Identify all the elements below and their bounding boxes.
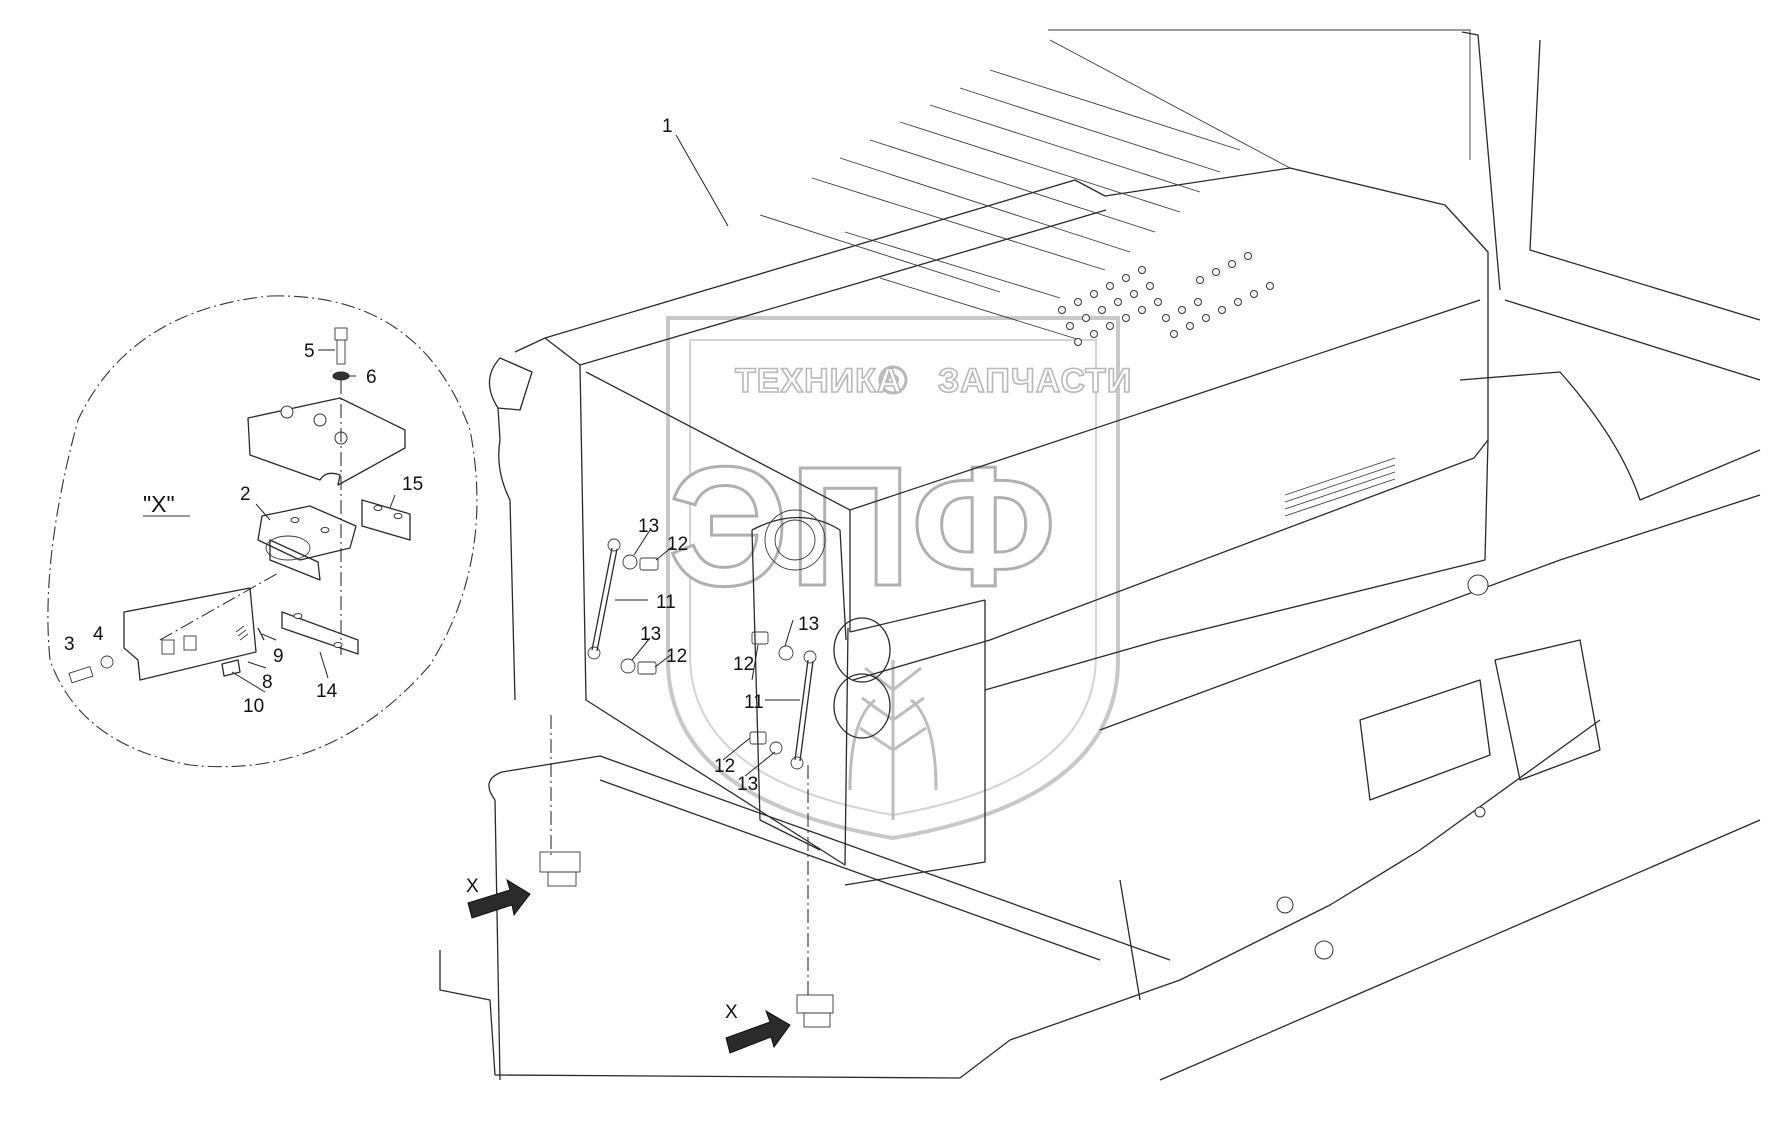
sealing-ring-lower	[833, 673, 891, 739]
bolt-3	[68, 665, 94, 684]
callout-8: 8	[262, 672, 273, 693]
hinge-2	[257, 505, 357, 581]
callout-11-a: 11	[656, 592, 676, 613]
callout-5: 5	[304, 341, 315, 362]
callout-3: 3	[64, 634, 75, 655]
gas-strut-upper	[587, 538, 621, 660]
callout-13-d: 13	[737, 774, 758, 795]
callout-13-b: 13	[640, 624, 661, 645]
filler-cap	[764, 509, 826, 571]
washer-6	[332, 371, 350, 381]
watermark-shield	[666, 316, 1120, 841]
watermark-text-left: ТЕХНИКА	[735, 362, 902, 400]
callout-15: 15	[402, 474, 423, 495]
callout-14: 14	[316, 681, 338, 702]
plate-14	[281, 611, 359, 655]
callout-9: 9	[273, 646, 284, 667]
callout-10: 10	[243, 696, 264, 717]
callout-11-b: 11	[744, 692, 764, 713]
callout-4: 4	[93, 624, 104, 645]
wheat-icon	[848, 660, 938, 820]
washer-4	[100, 655, 114, 669]
callout-6: 6	[366, 367, 377, 388]
side-louvres	[1284, 457, 1396, 517]
cabin-plate	[247, 397, 406, 486]
view-arrow-x-lower: X	[725, 1002, 791, 1054]
vent-holes	[1058, 252, 1274, 346]
strut-bolts	[620, 554, 794, 755]
callout-12-c: 12	[733, 654, 754, 675]
callout-labels: 1 2 3 4 5 6 8 9 10 14 15 13 12 11 13 12 …	[64, 116, 819, 795]
callout-13-c: 13	[798, 614, 819, 635]
pin-9	[257, 627, 265, 641]
base-hinge-right	[796, 994, 834, 1028]
view-arrow-label-upper: X	[466, 876, 479, 897]
bolt-5	[334, 327, 348, 365]
frame-bracket	[123, 587, 257, 681]
view-arrow-x-upper: X	[466, 876, 531, 919]
gear-icon	[878, 365, 908, 395]
gas-strut-lower	[790, 650, 817, 770]
sealing-ring-upper	[833, 617, 891, 683]
callout-12-b: 12	[666, 646, 687, 667]
callout-12-d: 12	[714, 756, 735, 777]
cabin-hood-assembly	[439, 29, 1761, 1081]
center-lines	[550, 715, 809, 995]
leader-lines	[231, 134, 800, 777]
base-hinge-left	[539, 851, 581, 887]
watermark-text-right: ЗАПЧАСТИ	[938, 362, 1132, 400]
callout-1: 1	[662, 116, 673, 137]
view-arrow-label-lower: X	[725, 1002, 738, 1023]
detail-title: "X"	[143, 491, 175, 517]
lock-10	[221, 659, 241, 677]
detail-view-x: "X"	[47, 295, 478, 768]
watermark-logo: ТЕХНИКА ЗАПЧАСТИ ЭПФ	[666, 316, 1132, 841]
detail-boundary	[47, 295, 478, 768]
callout-13-a: 13	[638, 516, 659, 537]
callout-2: 2	[240, 484, 251, 505]
spring-8	[235, 625, 249, 641]
callout-12-a: 12	[667, 534, 688, 555]
plate-15	[361, 499, 411, 541]
roof-grille	[759, 29, 1471, 341]
